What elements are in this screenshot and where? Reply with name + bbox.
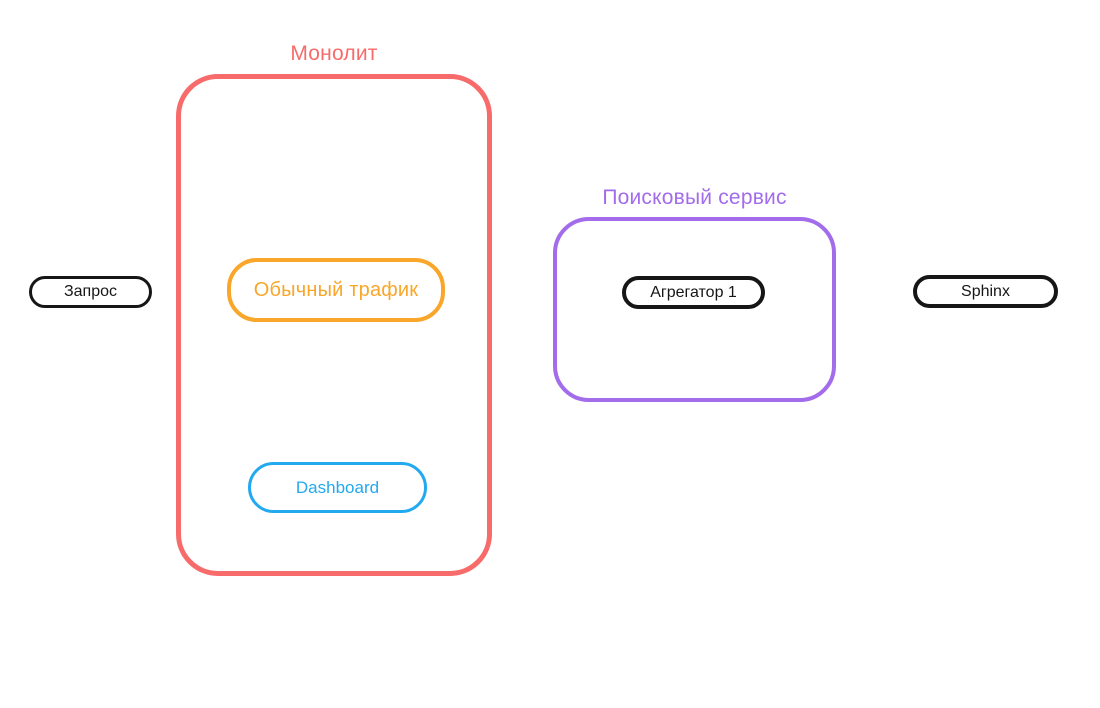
node-dashboard-label: Dashboard — [295, 477, 380, 497]
node-zapros-label: Запрос — [63, 283, 118, 300]
search-service-group-box[interactable] — [553, 217, 836, 402]
node-sphinx-label: Sphinx — [961, 282, 1010, 300]
node-dashboard[interactable]: Dashboard — [248, 462, 427, 513]
node-sphinx[interactable]: Sphinx — [913, 275, 1058, 308]
node-zapros[interactable]: Запрос — [29, 276, 152, 308]
monolith-group-label[interactable]: Монолит — [290, 42, 378, 65]
node-aggregator-1[interactable]: Агрегатор 1 — [622, 276, 765, 309]
node-regular-traffic[interactable]: Обычный трафик — [227, 258, 445, 322]
node-regular-traffic-label: Обычный трафик — [253, 278, 419, 301]
node-aggregator-1-label: Агрегатор 1 — [650, 283, 737, 301]
search-service-group-label[interactable]: Поисковый сервис — [602, 186, 787, 209]
